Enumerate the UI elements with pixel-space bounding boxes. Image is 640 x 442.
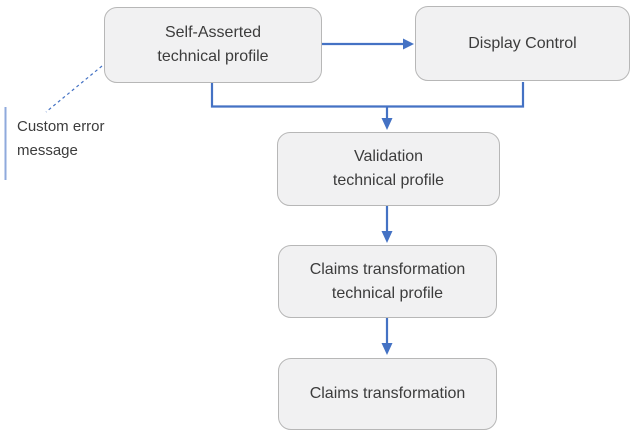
custom-error-message-label: Custom error message [17, 115, 105, 163]
arrowhead-down-validation-icon [381, 118, 393, 130]
node-validation-technical-profile: Validation technical profile [277, 132, 500, 206]
elbow-merge-connector [210, 82, 525, 108]
node-self-asserted-technical-profile: Self-Asserted technical profile [104, 7, 322, 83]
arrowhead-right-icon [403, 38, 414, 50]
node-label-line: technical profile [157, 48, 269, 65]
dashed-callout-line [45, 65, 103, 113]
node-label-line: Display Control [468, 34, 577, 52]
annotation-line: message [17, 142, 78, 159]
node-label-line: Claims transformation [309, 260, 466, 278]
node-display-control: Display Control [415, 6, 630, 81]
node-claims-transformation-technical-profile: Claims transformation technical profile [278, 245, 497, 318]
node-label-line: Self-Asserted [164, 24, 262, 41]
annotation-line: Custom error [17, 118, 105, 135]
node-claims-transformation: Claims transformation [278, 358, 497, 430]
arrowhead-down-claims-icon [381, 343, 393, 355]
node-label-line: technical profile [331, 284, 444, 302]
node-label-line: technical profile [332, 172, 445, 189]
node-label-line: Validation [353, 148, 424, 165]
arrowhead-down-claims-tp-icon [381, 231, 393, 243]
node-label-line: Claims transformation [309, 385, 466, 402]
